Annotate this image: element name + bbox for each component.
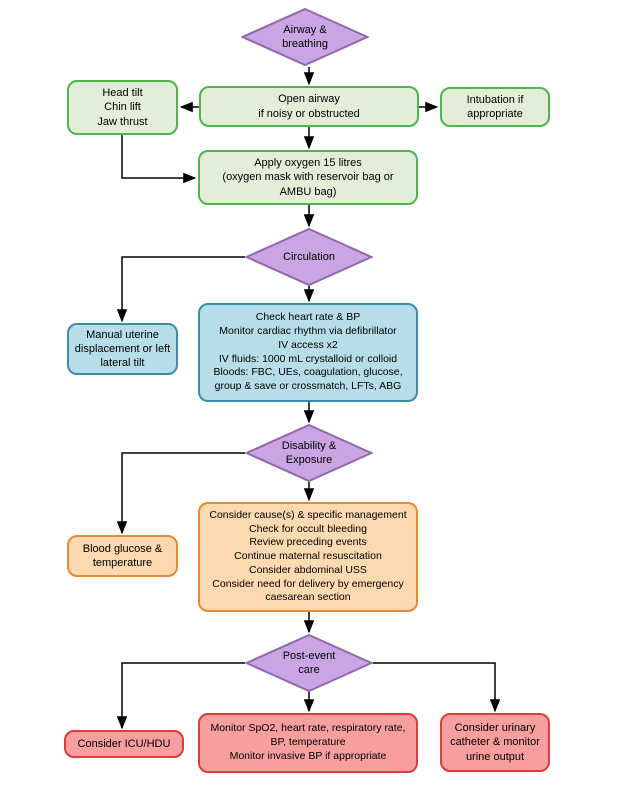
node-consider-icu-hdu: Consider ICU/HDU <box>64 730 184 758</box>
diamond-shape <box>245 424 373 482</box>
diamond-shape <box>245 228 373 286</box>
node-intubation: Intubation if appropriate <box>440 87 550 127</box>
diamond-label: Airway & breathing <box>282 23 328 50</box>
node-open-airway: Open airway if noisy or obstructed <box>199 86 419 127</box>
diamond-shape <box>241 8 369 66</box>
node-monitor-spo2: Monitor SpO2, heart rate, respiratory ra… <box>198 713 418 773</box>
node-consider-causes: Consider cause(s) & specific management … <box>198 502 418 612</box>
diamond-label: Disability & Exposure <box>281 439 337 466</box>
node-manual-uterine-displacement: Manual uterine displacement or left late… <box>67 323 178 375</box>
node-disability-exposure: Disability & Exposure <box>245 424 373 482</box>
connector-head-tilt-to-apply-oxygen <box>121 135 197 184</box>
node-circulation: Circulation <box>245 228 373 286</box>
connector-post-event-to-urinary <box>373 662 501 713</box>
diamond-label: Post-event care <box>282 649 336 676</box>
node-post-event-care: Post-event care <box>245 634 373 692</box>
node-head-tilt: Head tilt Chin lift Jaw thrust <box>67 80 178 135</box>
node-check-heart-rate: Check heart rate & BP Monitor cardiac rh… <box>198 303 418 402</box>
node-airway-breathing: Airway & breathing <box>241 8 369 66</box>
node-blood-glucose-temperature: Blood glucose & temperature <box>67 535 178 577</box>
node-urinary-catheter: Consider urinary catheter & monitor urin… <box>440 713 550 772</box>
diamond-shape <box>245 634 373 692</box>
diamond-label: Circulation <box>283 250 335 263</box>
node-apply-oxygen: Apply oxygen 15 litres (oxygen mask with… <box>198 150 418 205</box>
